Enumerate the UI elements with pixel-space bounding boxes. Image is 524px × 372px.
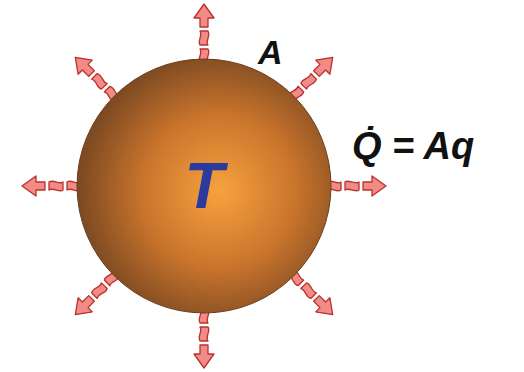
- arrow-piece: [68, 291, 98, 321]
- arrow-piece: [91, 73, 108, 90]
- arrow-piece: [309, 50, 339, 80]
- arrow-piece: [194, 4, 214, 27]
- arrow-piece: [91, 282, 108, 299]
- arrow-piece: [22, 176, 45, 196]
- arrow-piece: [194, 345, 214, 368]
- arrow-piece: [49, 181, 63, 191]
- arrow-piece: [363, 176, 386, 196]
- arrow-piece: [309, 291, 339, 321]
- arrow-piece: [345, 181, 359, 191]
- arrow-piece: [68, 50, 98, 80]
- wavy-arrow: [22, 176, 80, 196]
- arrow-piece: [300, 73, 317, 90]
- arrow-piece: [300, 282, 317, 299]
- arrow-piece: [199, 31, 209, 45]
- temperature-symbol: T: [184, 149, 223, 223]
- heat-rate-equation: Q̇ = Aq: [352, 126, 474, 168]
- wavy-arrow: [328, 176, 386, 196]
- area-label: A: [258, 34, 283, 71]
- arrow-piece: [199, 327, 209, 341]
- wavy-arrow: [194, 4, 214, 62]
- radiating-arrows: [22, 4, 386, 368]
- wavy-arrow: [194, 310, 214, 368]
- sphere-body: T: [76, 58, 332, 314]
